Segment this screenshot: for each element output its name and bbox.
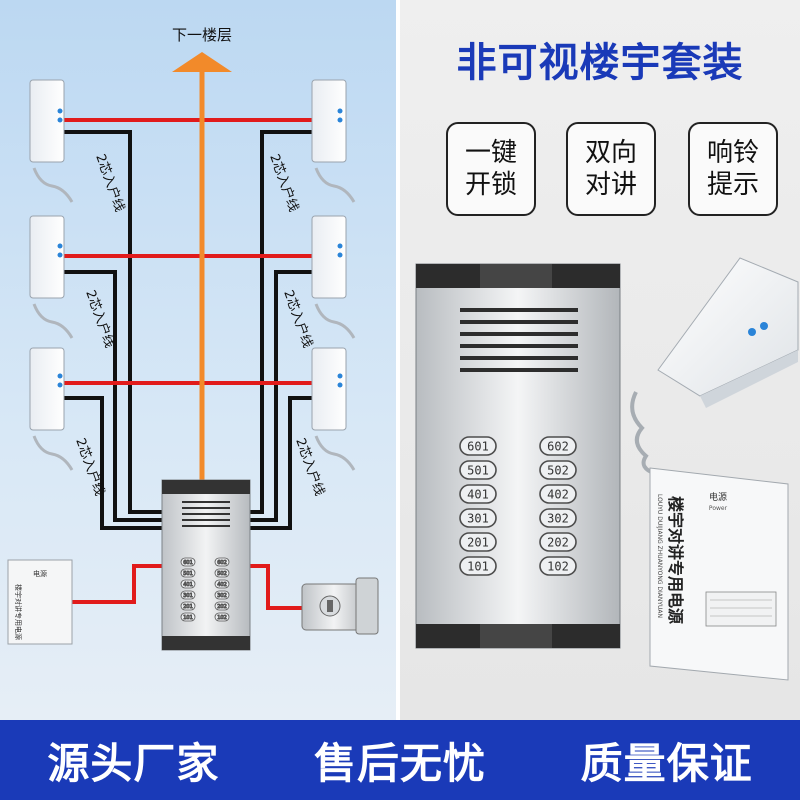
unit-key-302[interactable] [539, 508, 577, 528]
indoor-handset [630, 257, 799, 476]
psu-large-header: 电源 [709, 491, 727, 503]
small-unit-key-602 [214, 557, 230, 567]
unit-key-402[interactable] [539, 484, 577, 504]
small-unit-key-label-201: 201 [183, 604, 193, 610]
handset-left-3 [29, 347, 74, 471]
unit-key-202[interactable] [539, 532, 577, 552]
psu-small-main: 楼宇对讲专用电源 [14, 584, 23, 640]
handset-right-1 [311, 79, 356, 203]
psu-large-pinyin: LOUYU DUIJIANG ZHUANYONG DIANYUAN [656, 494, 663, 618]
unit-key-label-102: 102 [547, 560, 569, 574]
small-unit-key-label-501: 501 [183, 571, 193, 577]
next-floor-label: 下一楼层 [172, 26, 232, 44]
feature-2-line2: 对讲 [584, 170, 637, 200]
unit-key-label-301: 301 [467, 512, 489, 526]
small-unit-key-101 [180, 612, 196, 622]
small-unit-key-label-602: 602 [217, 560, 227, 566]
small-unit-key-label-502: 502 [217, 571, 227, 577]
small-unit-key-601 [180, 557, 196, 567]
unit-key-label-602: 602 [547, 440, 569, 454]
unit-key-301[interactable] [459, 508, 497, 528]
unit-key-label-601: 601 [467, 440, 489, 454]
power-supply-small: 电源 楼宇对讲专用电源 [7, 559, 73, 645]
feature-3-line1: 响铃 [706, 138, 759, 168]
unit-key-label-401: 401 [467, 488, 489, 502]
door-station-large: 601 602 501 502 401 402 301 302 201 202 101 102 [415, 263, 621, 649]
right-wires [250, 130, 318, 530]
product-panel: 非可视楼宇套装 一键开锁 双向对讲 响铃提示 [400, 0, 800, 720]
feature-1-line2: 开锁 [464, 170, 517, 200]
door-station-small: 601 602 501 502 401 402 301 302 201 202 101 102 [161, 479, 251, 651]
electric-lock [301, 577, 379, 635]
unit-key-label-402: 402 [547, 488, 569, 502]
unit-key-502[interactable] [539, 460, 577, 480]
small-unit-key-label-401: 401 [183, 582, 193, 588]
product-title: 非可视楼宇套装 [456, 40, 744, 86]
wiring-diagram: 2芯入户线 2芯入户线 2芯入户线 2芯入户线 2芯入户线 2芯入户线 下一楼层… [7, 26, 379, 651]
unit-key-602[interactable] [539, 436, 577, 456]
feature-2-line1: 双向 [584, 138, 637, 168]
power-lock-wires [70, 564, 302, 610]
wire-label-left-1: 2芯入户线 [92, 152, 128, 214]
unit-key-601[interactable] [459, 436, 497, 456]
banner-item-source-factory: 源头厂家 [47, 738, 220, 788]
handset-left-1 [29, 79, 74, 203]
small-unit-key-201 [180, 601, 196, 611]
unit-key-label-502: 502 [547, 464, 569, 478]
small-unit-key-label-202: 202 [217, 604, 227, 610]
feature-one-key-unlock: 一键开锁 [446, 122, 536, 216]
feature-1-line1: 一键 [464, 138, 517, 168]
small-unit-key-label-601: 601 [183, 560, 193, 566]
wiring-diagram-panel: 2芯入户线 2芯入户线 2芯入户线 2芯入户线 2芯入户线 2芯入户线 下一楼层… [0, 0, 400, 720]
small-unit-key-202 [214, 601, 230, 611]
unit-key-label-202: 202 [547, 536, 569, 550]
red-bus-lines [62, 118, 318, 385]
next-floor-arrow [172, 52, 232, 480]
psu-large-header-sub: Power [709, 505, 728, 512]
small-unit-key-302 [214, 590, 230, 600]
unit-key-label-101: 101 [467, 560, 489, 574]
small-unit-key-402 [214, 579, 230, 589]
handset-right-3 [311, 347, 356, 471]
feature-3-line2: 提示 [706, 170, 759, 200]
small-unit-key-401 [180, 579, 196, 589]
wire-label-left-2: 2芯入户线 [82, 288, 118, 350]
wire-label-right-1: 2芯入户线 [266, 152, 302, 214]
unit-key-label-302: 302 [547, 512, 569, 526]
feature-ring-alert: 响铃提示 [688, 122, 778, 216]
small-unit-key-502 [214, 568, 230, 578]
small-unit-key-label-102: 102 [217, 615, 227, 621]
unit-key-label-201: 201 [467, 536, 489, 550]
unit-key-501[interactable] [459, 460, 497, 480]
psu-large-main-text: 楼宇对讲专用电源 [666, 496, 685, 624]
handset-right-2 [311, 215, 356, 339]
small-unit-key-label-301: 301 [183, 593, 193, 599]
small-unit-key-301 [180, 590, 196, 600]
banner-item-quality: 质量保证 [580, 738, 753, 788]
feature-two-way-talk: 双向对讲 [566, 122, 656, 216]
wire-label-right-2: 2芯入户线 [280, 288, 316, 350]
unit-key-401[interactable] [459, 484, 497, 504]
small-unit-key-label-302: 302 [217, 593, 227, 599]
product-illustration: 601 602 501 502 401 402 301 302 201 202 101 102 电源 … [415, 257, 799, 681]
banner-item-after-sales: 售后无忧 [313, 738, 486, 788]
unit-key-101[interactable] [459, 556, 497, 576]
handset-left-2 [29, 215, 74, 339]
unit-key-label-501: 501 [467, 464, 489, 478]
unit-key-201[interactable] [459, 532, 497, 552]
bottom-banner: 源头厂家 售后无忧 质量保证 [0, 720, 800, 800]
power-supply-large: 电源 Power 楼宇对讲专用电源 LOUYU DUIJIANG ZHUANYO… [649, 467, 789, 681]
small-unit-key-102 [214, 612, 230, 622]
small-unit-key-label-101: 101 [183, 615, 193, 621]
psu-small-header: 电源 [33, 569, 47, 578]
small-unit-key-501 [180, 568, 196, 578]
left-wires [62, 130, 166, 530]
unit-key-102[interactable] [539, 556, 577, 576]
small-unit-key-label-402: 402 [217, 582, 227, 588]
